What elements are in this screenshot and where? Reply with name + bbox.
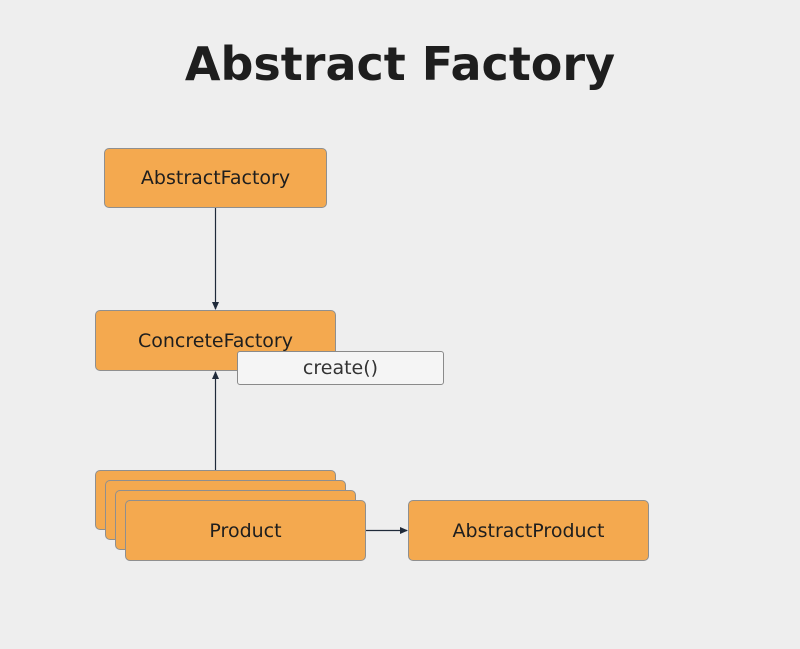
create-method-label: create(): [302, 357, 379, 379]
concrete-factory-label: ConcreteFactory: [137, 329, 293, 352]
abstract-factory-node[interactable]: AbstractFactory: [104, 148, 327, 208]
abstract-factory-label: AbstractFactory: [140, 167, 291, 189]
product-node[interactable]: Product: [125, 500, 366, 561]
diagram-title: Abstract Factory: [184, 37, 616, 91]
create-method-box[interactable]: create(): [237, 351, 444, 385]
product-label: Product: [209, 519, 282, 542]
abstract-product-label: AbstractProduct: [452, 519, 605, 542]
abstract-product-node[interactable]: AbstractProduct: [408, 500, 649, 561]
